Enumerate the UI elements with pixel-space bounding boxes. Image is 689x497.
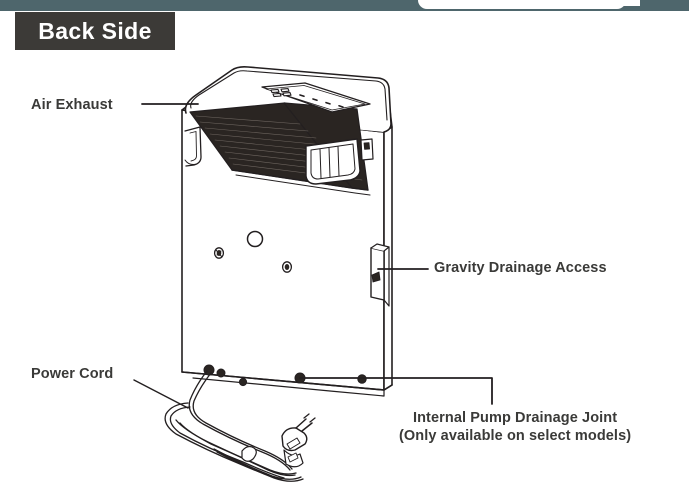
callout-internal-pump-note: (Only available on select models) [399,428,632,444]
section-title-chip: Back Side [15,12,175,50]
top-accent-bar [0,0,689,11]
base-foot-left [216,368,226,378]
unit-bottom-edge-lower [192,377,385,397]
control-panel-buttons [270,88,292,98]
power-cord [164,370,304,482]
rear-center-port [246,230,264,248]
rear-screw-lower-right-core [284,264,290,270]
base-foot-mid [238,377,248,387]
grille-lower-edge-2 [235,174,371,196]
gravity-drainage-flap-edge [383,246,390,307]
control-panel-indicators [299,94,356,111]
right-handle-grip-bars [319,146,340,179]
gravity-drainage-flap-top [370,243,390,252]
rear-screw-upper-left-core [216,250,222,256]
gravity-drainage-latch [371,271,381,283]
leader-power-cord [133,379,189,409]
handle-latch-button [363,142,370,150]
leader-internal-pump [299,377,493,405]
top-bar-notch-secondary [600,0,640,6]
callout-gravity-drainage-access: Gravity Drainage Access [434,260,607,276]
grille-lower-edge [231,169,369,191]
callout-power-cord: Power Cord [31,366,114,382]
left-handle-lip [184,159,198,165]
power-plug-collar-detail [287,452,299,463]
callout-internal-pump-drainage-joint: Internal Pump Drainage Joint (Only avail… [399,409,631,445]
control-panel-inner [265,85,366,111]
callout-internal-pump-title: Internal Pump Drainage Joint [412,410,618,426]
power-plug-prong-tips [303,413,316,423]
callout-air-exhaust: Air Exhaust [31,97,113,113]
unit-top-shell-inner [190,70,388,121]
page-title: Back Side [38,17,152,44]
cord-tie [241,445,257,462]
base-foot-right [357,374,367,384]
power-plug-face [286,437,301,450]
unit-right-face [383,126,393,391]
left-handle-inner [189,131,197,162]
power-plug-prongs [295,418,313,432]
right-handle-inner [310,143,356,180]
top-bar-notch [418,0,626,9]
